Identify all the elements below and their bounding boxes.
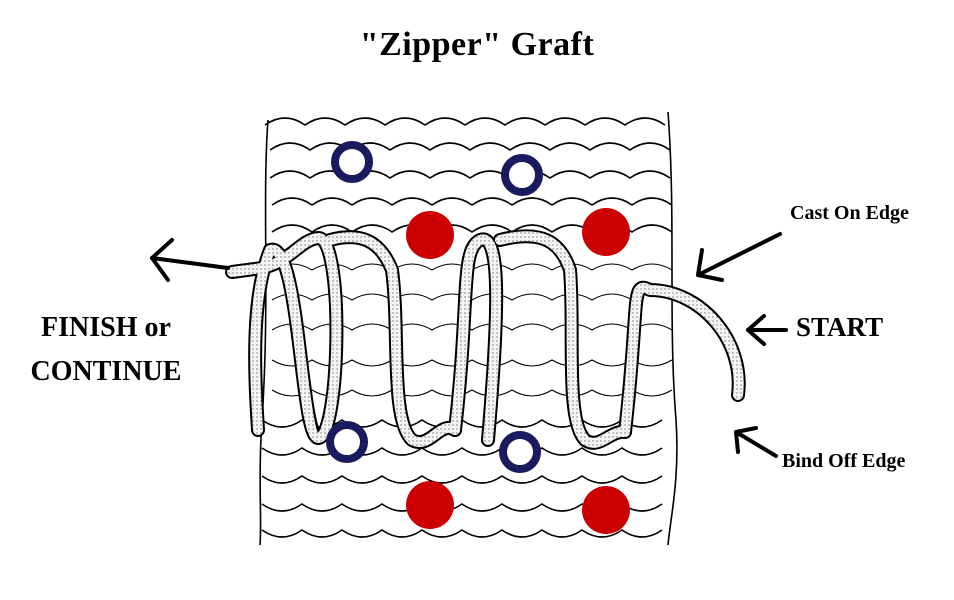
filled-marker-top-right xyxy=(582,208,630,256)
filled-marker-top-left xyxy=(406,211,454,259)
open-marker-top-left xyxy=(331,141,373,183)
filled-marker-bottom-right xyxy=(582,486,630,534)
grafting-yarn xyxy=(225,229,746,450)
finish-label-line1: FINISH or xyxy=(41,312,171,343)
open-marker-top-right xyxy=(501,154,543,196)
cast-on-edge-label: Cast On Edge xyxy=(790,202,909,224)
finish-arrow xyxy=(150,238,230,282)
cast-on-arrow xyxy=(696,232,782,282)
finish-or-continue-label: FINISH or CONTINUE xyxy=(6,306,206,394)
start-label: START xyxy=(796,312,884,342)
stitch-markers xyxy=(326,141,630,534)
open-marker-bottom-left xyxy=(326,421,368,463)
filled-marker-bottom-left xyxy=(406,481,454,529)
bind-off-edge-label: Bind Off Edge xyxy=(782,450,906,472)
start-arrow xyxy=(746,314,788,346)
bind-off-arrow xyxy=(734,426,778,458)
finish-label-line2: CONTINUE xyxy=(30,356,182,387)
annotation-arrows xyxy=(150,232,788,458)
diagram-title: "Zipper" Graft xyxy=(359,26,595,63)
open-marker-bottom-right xyxy=(499,431,541,473)
